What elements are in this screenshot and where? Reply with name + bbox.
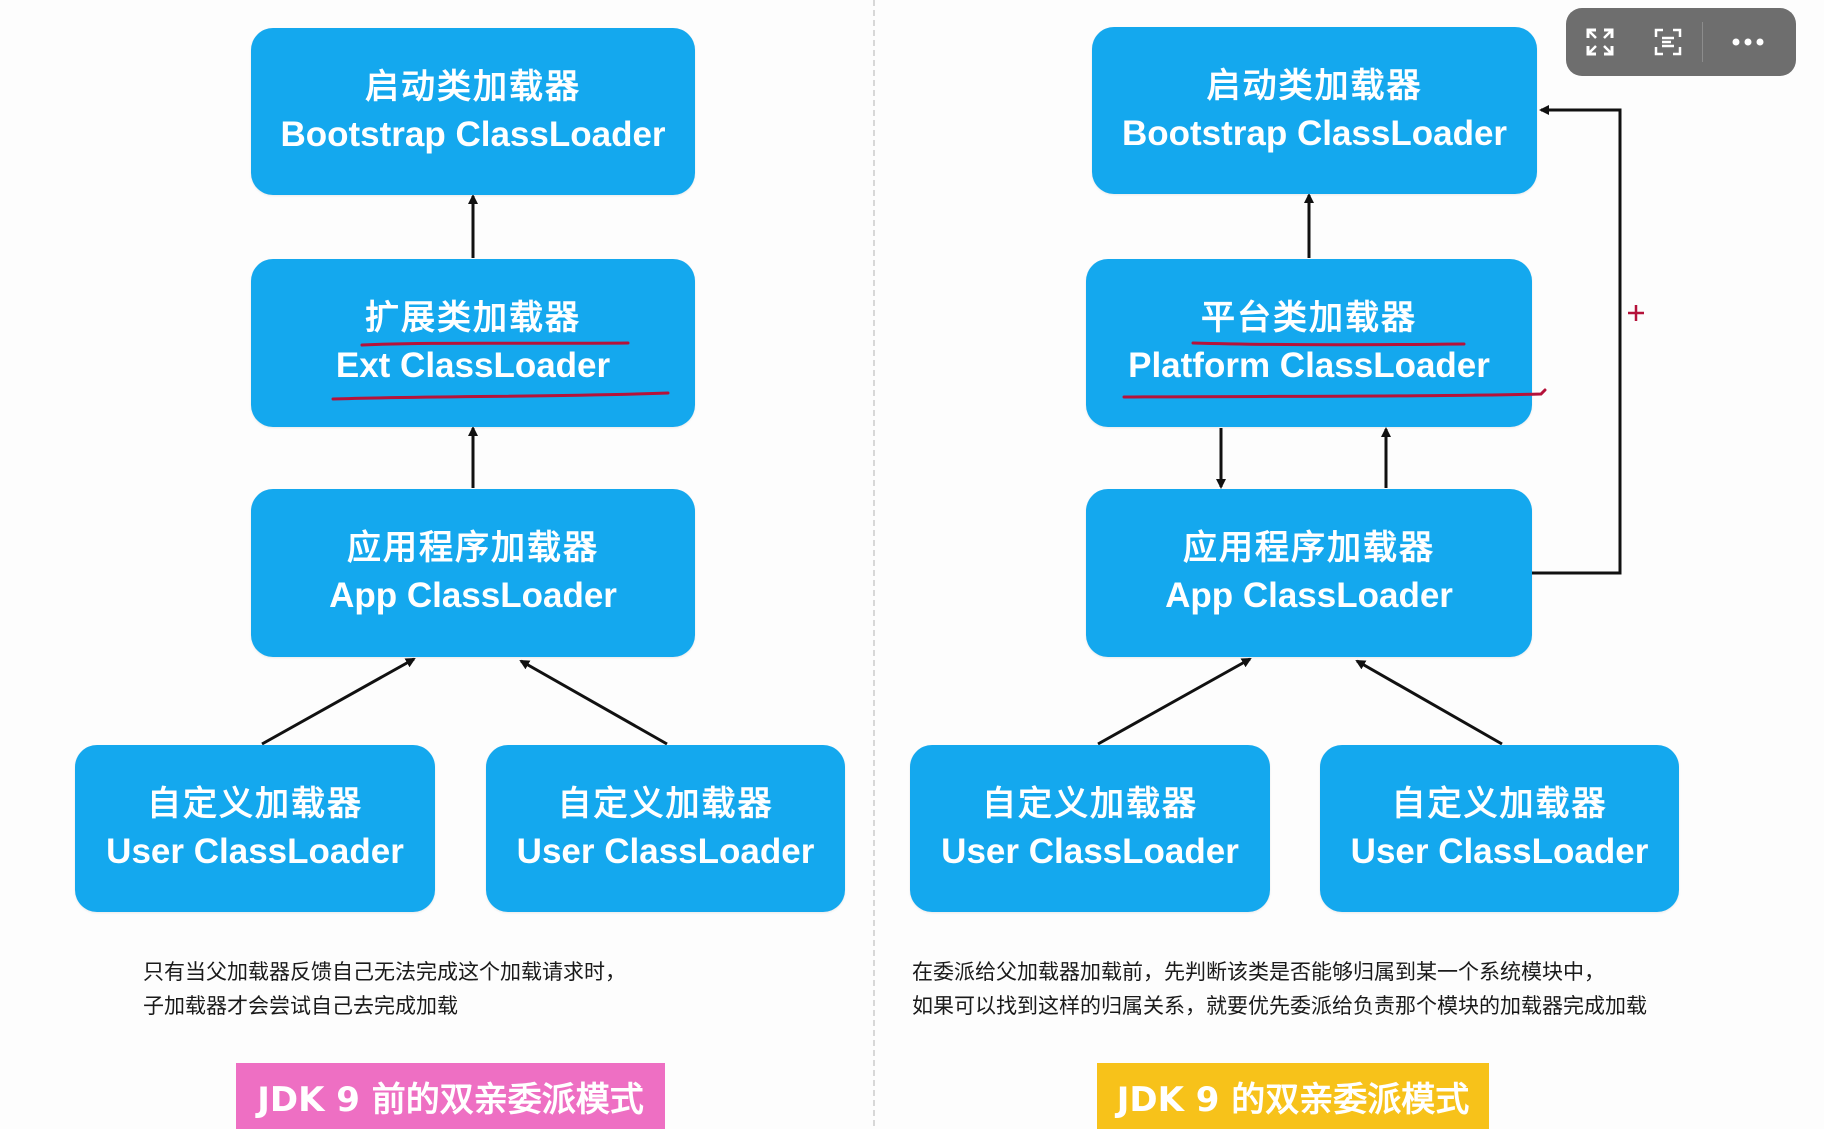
box-label-en: Platform ClassLoader (1128, 346, 1490, 385)
arrow-user2-to-app-left (519, 659, 668, 746)
box-label-zh: 应用程序加载器 (1183, 528, 1435, 568)
left-note-line-1: 只有当父加载器反馈自己无法完成这个加载请求时， (143, 960, 626, 984)
panel-divider (873, 0, 875, 1126)
more-button[interactable] (1703, 8, 1793, 76)
text-recognize-icon (1654, 28, 1682, 56)
underline-ext-en (331, 391, 670, 401)
viewer-toolbar (1566, 8, 1796, 76)
fullscreen-icon (1586, 28, 1614, 56)
box-label-zh: 自定义加载器 (147, 783, 363, 824)
box-label-en: Bootstrap ClassLoader (280, 114, 666, 154)
underline-ext-zh (360, 341, 630, 347)
more-icon (1732, 38, 1764, 46)
left-user-classloader-2: 自定义加载器 User ClassLoader (486, 745, 845, 912)
arrow-user2-to-app-right (1355, 659, 1503, 746)
box-label-zh: 平台类加载器 (1201, 298, 1417, 338)
toolbar-separator (1702, 22, 1703, 62)
box-label-en: Ext ClassLoader (335, 346, 611, 385)
right-user-classloader-2: 自定义加载器 User ClassLoader (1320, 745, 1679, 912)
left-bootstrap-classloader: 启动类加载器 Bootstrap ClassLoader (251, 28, 695, 195)
left-note-line-2: 子加载器才会尝试自己去完成加载 (143, 994, 458, 1018)
box-label-zh: 自定义加载器 (982, 783, 1198, 824)
box-label-en: User ClassLoader (516, 831, 815, 871)
box-label-zh: 扩展类加载器 (365, 298, 581, 338)
fullscreen-button[interactable] (1566, 8, 1634, 76)
arrow-user1-to-app-left (261, 657, 416, 746)
right-platform-classloader: 平台类加载器 Platform ClassLoader (1086, 259, 1532, 427)
left-user-classloader-1: 自定义加载器 User ClassLoader (75, 745, 435, 912)
box-label-zh: 启动类加载器 (1206, 65, 1423, 106)
left-badge: JDK 9 前的双亲委派模式 (236, 1063, 665, 1129)
text-recognize-button[interactable] (1634, 8, 1702, 76)
box-label-zh: 应用程序加载器 (347, 528, 599, 568)
right-user-classloader-1: 自定义加载器 User ClassLoader (910, 745, 1270, 912)
left-note: 只有当父加载器反馈自己无法完成这个加载请求时， 子加载器才会尝试自己去完成加载 (143, 955, 626, 1023)
right-badge: JDK 9 的双亲委派模式 (1097, 1063, 1489, 1129)
underline-platform-zh (1191, 341, 1466, 347)
right-note-line-1: 在委派给父加载器加载前，先判断该类是否能够归属到某一个系统模块中， (912, 960, 1605, 984)
box-label-en: User ClassLoader (1350, 831, 1649, 871)
box-label-zh: 自定义加载器 (1391, 783, 1608, 824)
box-label-zh: 自定义加载器 (557, 783, 774, 824)
left-app-classloader: 应用程序加载器 App ClassLoader (251, 489, 695, 657)
box-label-en: User ClassLoader (106, 831, 404, 871)
box-label-zh: 启动类加载器 (365, 66, 581, 107)
box-label-en: Bootstrap ClassLoader (1121, 113, 1508, 153)
right-bootstrap-classloader: 启动类加载器 Bootstrap ClassLoader (1092, 27, 1537, 194)
right-note-line-2: 如果可以找到这样的归属关系，就要优先委派给负责那个模块的加载器完成加载 (912, 994, 1647, 1018)
right-note: 在委派给父加载器加载前，先判断该类是否能够归属到某一个系统模块中， 如果可以找到… (912, 955, 1647, 1023)
box-label-en: User ClassLoader (941, 831, 1239, 871)
box-label-en: App ClassLoader (329, 576, 617, 615)
arrow-user1-to-app-right (1097, 657, 1252, 746)
right-app-classloader: 应用程序加载器 App ClassLoader (1086, 489, 1532, 657)
underline-platform-en (1122, 388, 1547, 399)
arrow-app-to-bootstrap-bypass (1531, 105, 1622, 575)
box-label-en: App ClassLoader (1165, 576, 1453, 615)
cursor-plus-mark (1628, 305, 1644, 321)
